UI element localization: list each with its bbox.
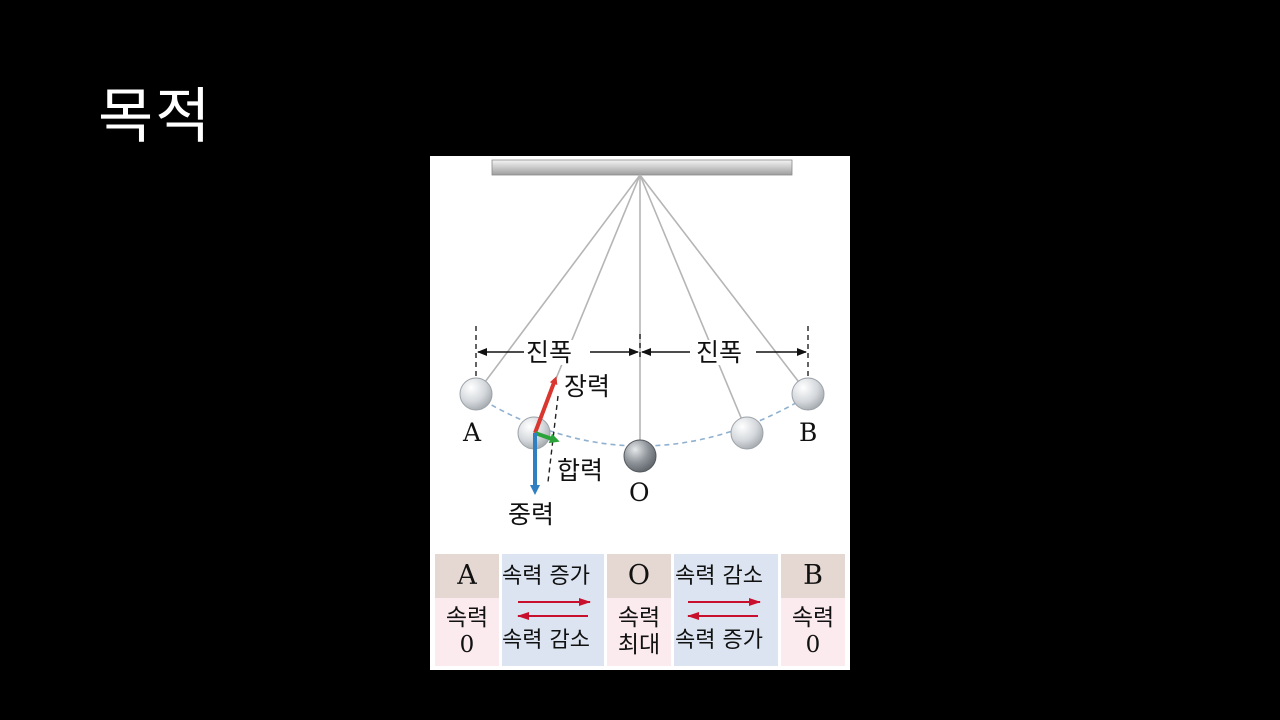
o-speed-line1: 속력 — [617, 604, 661, 631]
pendulum-diagram: 진폭 진폭 장력 합력 중력 A B O A O B 속력 0 속력 최대 속력… — [430, 156, 850, 670]
table-cell-o-speed: 속력 최대 — [607, 598, 671, 666]
b-speed-value: 0 — [805, 632, 821, 658]
o-to-b-backward-label: 속력 증가 — [675, 628, 763, 653]
amplitude-label-right: 진폭 — [694, 338, 745, 367]
amplitude-label-left: 진폭 — [524, 338, 575, 367]
table-arrow-overlay — [517, 598, 761, 620]
gravity-label: 중력 — [508, 500, 555, 529]
ceiling-bar — [491, 159, 793, 176]
ball-right-mid — [730, 416, 764, 450]
table-cell-o-to-b — [674, 554, 778, 666]
table-arrows — [517, 598, 761, 620]
ball-o — [623, 439, 657, 473]
a-to-o-backward-label: 속력 감소 — [502, 628, 590, 653]
table-header-o: O — [607, 554, 671, 598]
ball-b — [791, 377, 825, 411]
tension-label: 장력 — [564, 372, 611, 401]
table-header-b: B — [781, 554, 845, 598]
point-a-label: A — [463, 418, 482, 447]
a-speed-value: 0 — [459, 632, 475, 658]
table-header-a: A — [435, 554, 499, 598]
slide-title: 목적 — [98, 82, 213, 152]
table-cell-a-speed: 속력 0 — [435, 598, 499, 666]
o-to-b-forward-label: 속력 감소 — [675, 564, 763, 589]
tension-arrow — [533, 376, 558, 434]
b-speed-label: 속력 — [791, 604, 835, 631]
table-cell-b-speed: 속력 0 — [781, 598, 845, 666]
table-cell-a-to-o — [502, 554, 604, 666]
point-o-label: O — [629, 478, 650, 507]
o-speed-line2: 최대 — [617, 632, 661, 658]
net-force-arrow — [534, 431, 560, 444]
pendulum-strings — [475, 174, 809, 456]
pendulum-drawing — [459, 159, 825, 495]
a-to-o-forward-label: 속력 증가 — [502, 564, 590, 589]
point-b-label: B — [799, 418, 818, 447]
a-speed-label: 속력 — [445, 604, 489, 631]
amplitude-guides — [475, 326, 809, 483]
ball-a — [459, 377, 493, 411]
net-force-label: 합력 — [557, 456, 604, 485]
